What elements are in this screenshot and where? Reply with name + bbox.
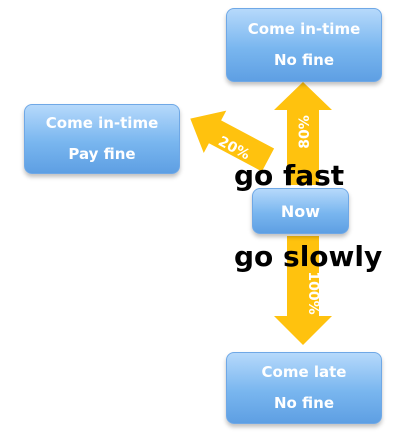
arrow-left [190,110,275,172]
arrow-up: 80% [274,82,332,185]
go-fast-label: go fast [234,159,345,192]
box-top-line1: Come in-time [247,20,361,38]
box-left-line2: Pay fine [68,145,136,163]
box-top-line2: No fine [273,51,335,69]
now-box: Now [252,188,349,234]
box-bottom-line1: Come late [261,363,347,381]
arrow-down: 100% [274,236,332,345]
box-bottom-line2: No fine [273,394,335,412]
arrow-down-label: 100% [305,271,321,314]
go-slowly-label: go slowly [234,240,383,273]
now-label: Now [280,201,321,221]
box-left-line1: Come in-time [45,114,159,132]
outcome-box-ontime-payfine: Come in-time Pay fine [24,104,180,174]
arrow-up-label: 80% [297,115,313,149]
outcome-box-ontime-nofine: Come in-time No fine [226,8,382,82]
outcome-box-late-nofine: Come late No fine [226,352,382,424]
